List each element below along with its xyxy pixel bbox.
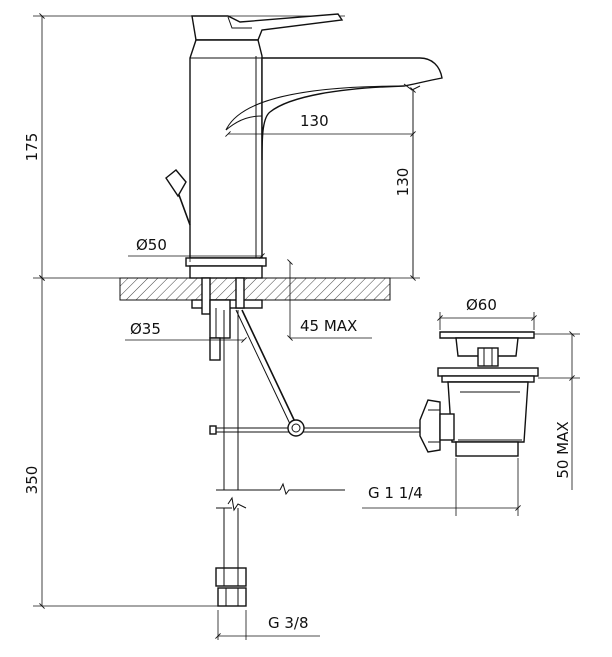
countertop [119, 277, 391, 301]
faucet-body [189, 39, 268, 259]
popup-linkage [209, 309, 420, 437]
undercounter-fixing [191, 277, 263, 361]
dimension-spout-height: 130 [394, 87, 416, 281]
supply-thread-label: G 3/8 [268, 614, 309, 632]
supply-hoses [216, 310, 345, 568]
dimension-waste-diameter: Ø60 [437, 296, 537, 330]
waste-diameter-label: Ø60 [466, 296, 497, 314]
dimension-waste-thread: G 1 1/4 [362, 458, 521, 516]
height-above-label: 175 [23, 133, 41, 162]
waste-thread-label: G 1 1/4 [368, 484, 423, 502]
counter-max-label: 45 MAX [300, 317, 357, 335]
faucet-lever [191, 13, 344, 41]
base-flange [185, 257, 267, 279]
base-diameter-label: Ø50 [136, 236, 167, 254]
faucet-spout [225, 57, 443, 161]
popup-knob [165, 169, 191, 226]
shank-diameter-label: Ø35 [130, 320, 161, 338]
dimension-supply-thread: G 3/8 [215, 610, 320, 640]
dimension-height-below: 350 [23, 275, 45, 609]
dimension-height-above: 175 [23, 13, 45, 281]
waste-height-label: 50 MAX [554, 421, 572, 478]
spout-height-label: 130 [394, 168, 412, 197]
dimension-base-diameter: Ø50 [128, 236, 265, 262]
supply-connector [215, 567, 247, 607]
spout-reach-label: 130 [300, 112, 329, 130]
waste-assembly [419, 331, 539, 457]
dimension-waste-height: 50 MAX [534, 331, 580, 490]
height-below-label: 350 [23, 466, 41, 495]
dimension-counter-max: 45 MAX [287, 259, 372, 341]
dimension-spout-reach: 130 [225, 112, 416, 137]
